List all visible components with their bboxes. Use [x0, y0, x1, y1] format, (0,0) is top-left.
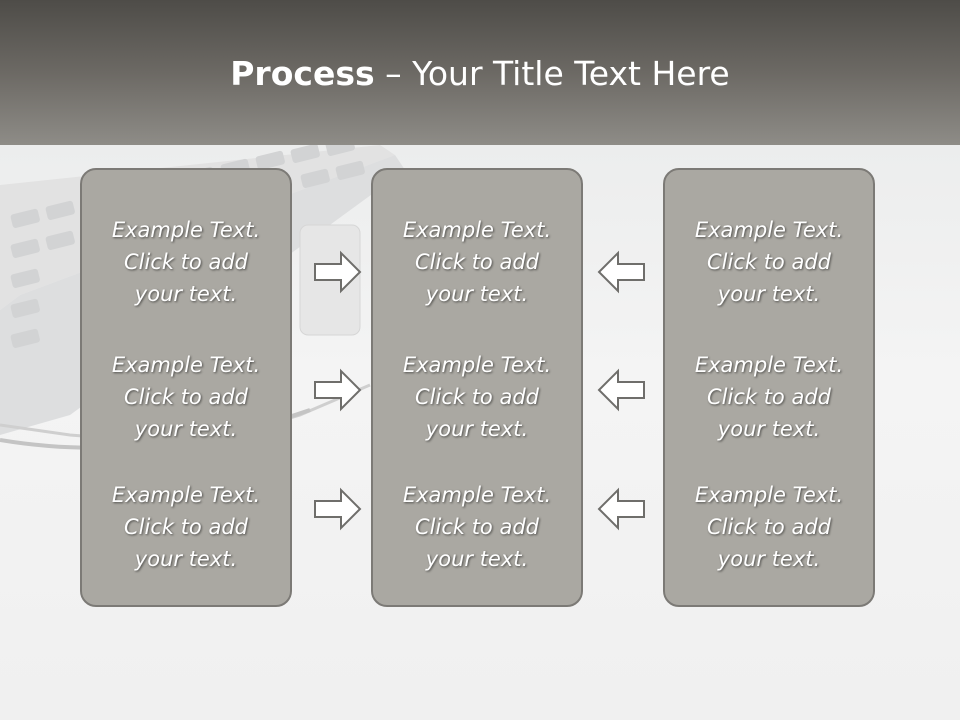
middle-process-box[interactable]: Example Text. Click to add your text. Ex…	[371, 168, 583, 607]
middle-box-text-3[interactable]: Example Text. Click to add your text.	[402, 483, 552, 571]
left-process-box[interactable]: Example Text. Click to add your text. Ex…	[80, 168, 292, 607]
right-box-text-2[interactable]: Example Text. Click to add your text.	[694, 353, 844, 441]
left-box-text-1[interactable]: Example Text. Click to add your text.	[111, 218, 261, 306]
right-arrow-icon	[314, 250, 362, 294]
title-bold: Process	[230, 54, 375, 93]
title-bar: Process – Your Title Text Here	[0, 0, 960, 145]
right-arrow-icon	[314, 368, 362, 412]
slide-title[interactable]: Process – Your Title Text Here	[0, 52, 960, 96]
right-arrow-icon	[314, 487, 362, 531]
left-box-text-2[interactable]: Example Text. Click to add your text.	[111, 353, 261, 441]
middle-box-text-2[interactable]: Example Text. Click to add your text.	[402, 353, 552, 441]
right-process-box[interactable]: Example Text. Click to add your text. Ex…	[663, 168, 875, 607]
left-box-text-3[interactable]: Example Text. Click to add your text.	[111, 483, 261, 571]
left-arrow-icon	[597, 487, 645, 531]
title-rest: – Your Title Text Here	[374, 54, 730, 93]
left-arrow-icon	[597, 250, 645, 294]
right-box-text-3[interactable]: Example Text. Click to add your text.	[694, 483, 844, 571]
left-arrow-icon	[597, 368, 645, 412]
middle-box-text-1[interactable]: Example Text. Click to add your text.	[402, 218, 552, 306]
right-box-text-1[interactable]: Example Text. Click to add your text.	[694, 218, 844, 306]
